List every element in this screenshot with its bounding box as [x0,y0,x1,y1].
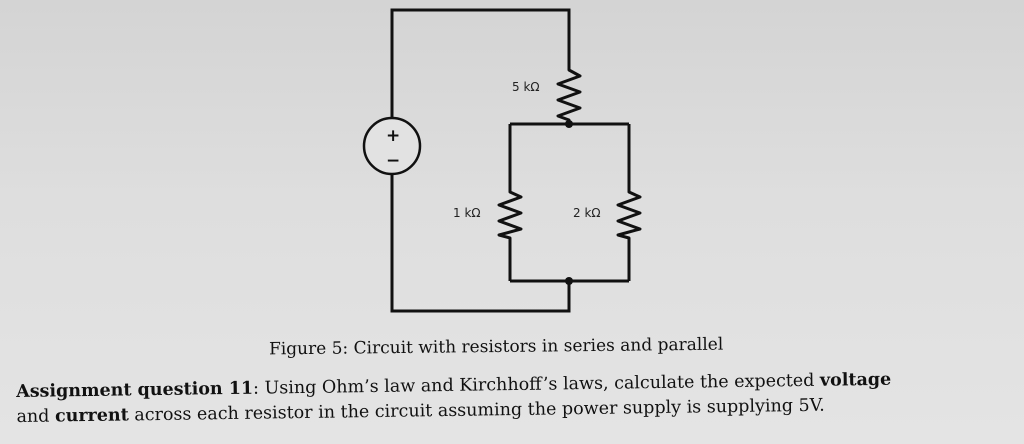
voltage-source [362,116,422,176]
resistor-5k-label: 5 kΩ [512,80,540,94]
resistor-2k-label: 2 kΩ [573,206,601,220]
junction-bottom [565,277,573,285]
resistor-5k-symbol [556,60,582,124]
assignment-question: Assignment question 11: Using Ohm’s law … [16,366,1017,430]
question-text-2a: and [16,406,56,427]
resistor-2k-symbol [616,185,642,240]
circuit-diagram: + − 5 kΩ 1 kΩ 2 kΩ [362,8,642,313]
resistor-1k-label: 1 kΩ [453,206,481,220]
wire-top [390,8,571,118]
junction-top [565,120,573,128]
wire-left-bottom [390,175,571,313]
resistor-1k-symbol [497,185,523,240]
source-minus-sign: − [386,151,400,171]
source-plus-sign: + [386,126,400,146]
keyword-voltage: voltage [819,369,892,391]
keyword-current: current [54,405,129,427]
question-number: Assignment question 11 [16,378,254,402]
figure-caption: Figure 5: Circuit with resistors in seri… [268,334,724,360]
